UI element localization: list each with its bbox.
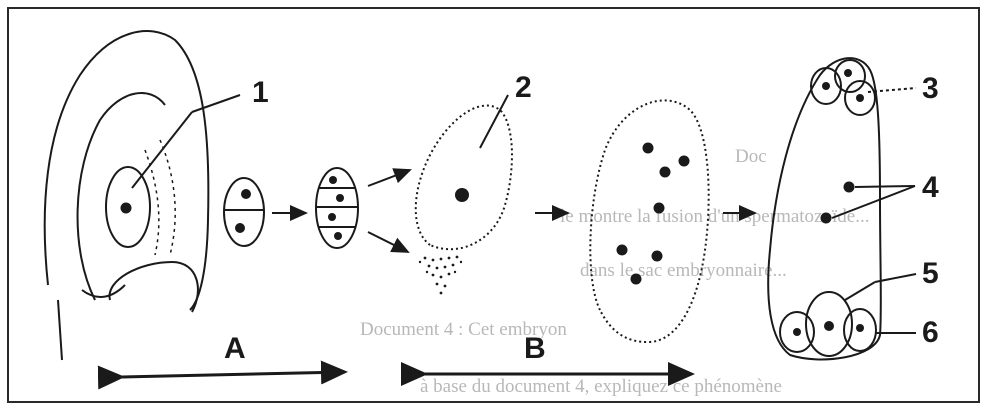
arrow-tetrad-to-functional-megaspore [368,170,410,186]
ovule-stipple-lines [160,140,175,255]
ovule [45,31,209,360]
label-2-leader [480,95,508,148]
label-2: 2 [515,71,532,104]
phase-a-arrow [122,372,345,377]
phase-b-label: B [524,332,546,365]
label-4: 4 [922,171,939,204]
bleed-through-text: Doc le montre la fusion d'un spermatozoï… [360,146,869,397]
functional-megaspore [416,106,512,295]
ovule-stipple-lines [145,150,159,255]
dyad-nucleus [235,223,245,233]
dyad-cell [224,178,264,246]
label-4-leader [832,186,915,218]
label-5: 5 [922,257,939,290]
arrow-tetrad-to-degenerating-cells [368,232,408,252]
egg-apparatus [780,292,876,356]
ovule-inner-integument [78,93,165,300]
antipodal-cells [811,60,875,115]
ghost-text-line: à base du document 4, expliquez ce phéno… [420,376,782,397]
megaspore-nucleus [455,188,469,202]
label-5-leader [845,282,875,300]
polar-nucleus [844,182,855,193]
label-1-leader [192,95,240,112]
label-6: 6 [922,316,939,349]
phase-a-label: A [224,332,246,365]
label-1: 1 [252,76,269,109]
ovule-outer-integument [45,31,209,310]
tetrad-nucleus [336,194,344,202]
mother-cell-nucleus [121,203,132,214]
tetrad-nucleus [328,213,336,221]
polar-nucleus [821,213,832,224]
label-4-leader [855,186,915,187]
border-frame [8,8,979,402]
label-3: 3 [922,72,939,105]
ghost-text-line: Doc [735,146,767,167]
label-1-leader [132,112,192,188]
tetrad-cell [316,168,358,248]
dyad-nucleus [241,189,251,199]
ovule-funicle-line [58,300,62,360]
ghost-text-line: dans le sac embryonnaire... [580,260,787,281]
degenerating-megaspores-stipple [419,256,462,295]
tetrad-nucleus [329,176,337,184]
tetrad-nucleus [334,232,342,240]
